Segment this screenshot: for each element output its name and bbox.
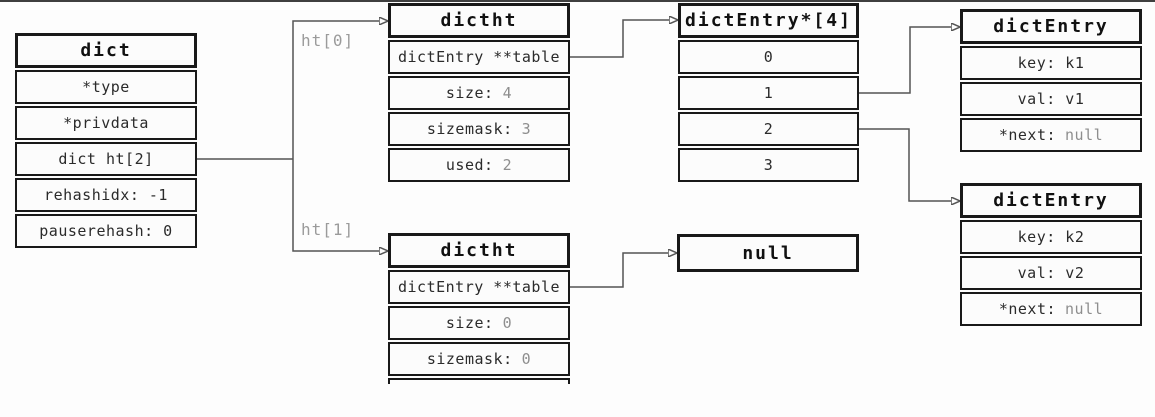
field-row-table: dictEntry **table — [388, 40, 570, 74]
box-title: dictEntry*[4] — [678, 3, 859, 38]
row-text: *next: — [998, 126, 1057, 144]
row-text: *next: — [998, 300, 1057, 318]
field-row-type: *type — [15, 70, 197, 104]
row-text: dictEntry **table — [397, 48, 561, 66]
field-row-next: *next: null — [960, 118, 1142, 152]
bucket-array-box: dictEntry*[4] 0 1 2 3 — [678, 3, 859, 182]
field-row-sizemask: sizemask: 3 — [388, 112, 570, 146]
field-row-table: dictEntry **table — [388, 270, 570, 304]
bucket-slot-3: 3 — [678, 148, 859, 182]
row-text: val: v2 — [1017, 264, 1085, 282]
arrow-bucket1-to-entry1 — [858, 27, 951, 94]
bucket-slot-2: 2 — [678, 112, 859, 146]
arrow-table-to-null — [570, 253, 668, 288]
row-text: used: — [445, 156, 494, 174]
field-row-privdata: *privdata — [15, 106, 197, 140]
row-text: rehashidx: -1 — [44, 186, 168, 204]
box-title: dictEntry — [960, 183, 1142, 218]
row-value: 3 — [521, 120, 532, 138]
dictht1-struct-box: dictht dictEntry **table size: 0 sizemask… — [388, 233, 570, 384]
top-border-line — [0, 0, 1155, 2]
field-row-val: val: v2 — [960, 256, 1142, 290]
field-row-ht-array: dict ht[2] — [15, 142, 197, 176]
row-value: null — [1065, 126, 1104, 144]
bucket-slot-0: 0 — [678, 40, 859, 74]
field-row-size: size: 4 — [388, 76, 570, 110]
field-row-key: key: k2 — [960, 220, 1142, 254]
row-text: sizemask: — [426, 350, 513, 368]
arrow-table-to-bucket-array — [570, 20, 669, 58]
box-title: dictht — [388, 233, 570, 268]
row-text: val: v1 — [1017, 90, 1085, 108]
clipped-row-top-border — [388, 378, 570, 384]
arrow-ht1-to-dictht — [292, 159, 379, 251]
row-value: 0 — [521, 350, 532, 368]
row-text: *privdata — [63, 114, 149, 132]
row-text: pauserehash: 0 — [39, 222, 173, 240]
box-title: dictEntry — [960, 9, 1142, 44]
row-text: 1 — [763, 84, 774, 102]
null-box: null — [677, 234, 859, 272]
row-text: size: — [445, 314, 494, 332]
ht0-wire-label: ht[0] — [301, 31, 355, 50]
field-row-size: size: 0 — [388, 306, 570, 340]
row-text: dictEntry **table — [397, 278, 561, 296]
field-row-pauserehash: pauserehash: 0 — [15, 214, 197, 248]
box-title: null — [677, 234, 859, 272]
row-text: 3 — [763, 156, 774, 174]
row-text: size: — [445, 84, 494, 102]
row-value: 0 — [502, 314, 513, 332]
arrow-bucket2-to-entry2 — [858, 128, 951, 201]
arrow-ht0-to-dictht — [292, 21, 379, 159]
dictentry1-box: dictEntry key: k1 val: v1 *next: null — [960, 9, 1142, 152]
row-text: *type — [82, 78, 130, 96]
dictht0-struct-box: dictht dictEntry **table size: 4 sizemask… — [388, 3, 570, 182]
bucket-slot-1: 1 — [678, 76, 859, 110]
field-row-sizemask: sizemask: 0 — [388, 342, 570, 376]
dictentry2-box: dictEntry key: k2 val: v2 *next: null — [960, 183, 1142, 326]
box-title: dictht — [388, 3, 570, 38]
row-value: null — [1065, 300, 1104, 318]
ht1-wire-label: ht[1] — [301, 220, 355, 239]
row-text: sizemask: — [426, 120, 513, 138]
box-title: dict — [15, 33, 197, 68]
row-text: key: k2 — [1017, 228, 1085, 246]
dict-struct-box: dict *type *privdata dict ht[2] rehashid… — [15, 33, 197, 248]
row-text: key: k1 — [1017, 54, 1085, 72]
row-value: 2 — [502, 156, 513, 174]
row-text: dict ht[2] — [58, 150, 154, 168]
field-row-used: used: 2 — [388, 148, 570, 182]
row-text: 2 — [763, 120, 774, 138]
field-row-key: key: k1 — [960, 46, 1142, 80]
field-row-rehashidx: rehashidx: -1 — [15, 178, 197, 212]
row-text: 0 — [763, 48, 774, 66]
row-value: 4 — [502, 84, 513, 102]
field-row-next: *next: null — [960, 292, 1142, 326]
field-row-val: val: v1 — [960, 82, 1142, 116]
